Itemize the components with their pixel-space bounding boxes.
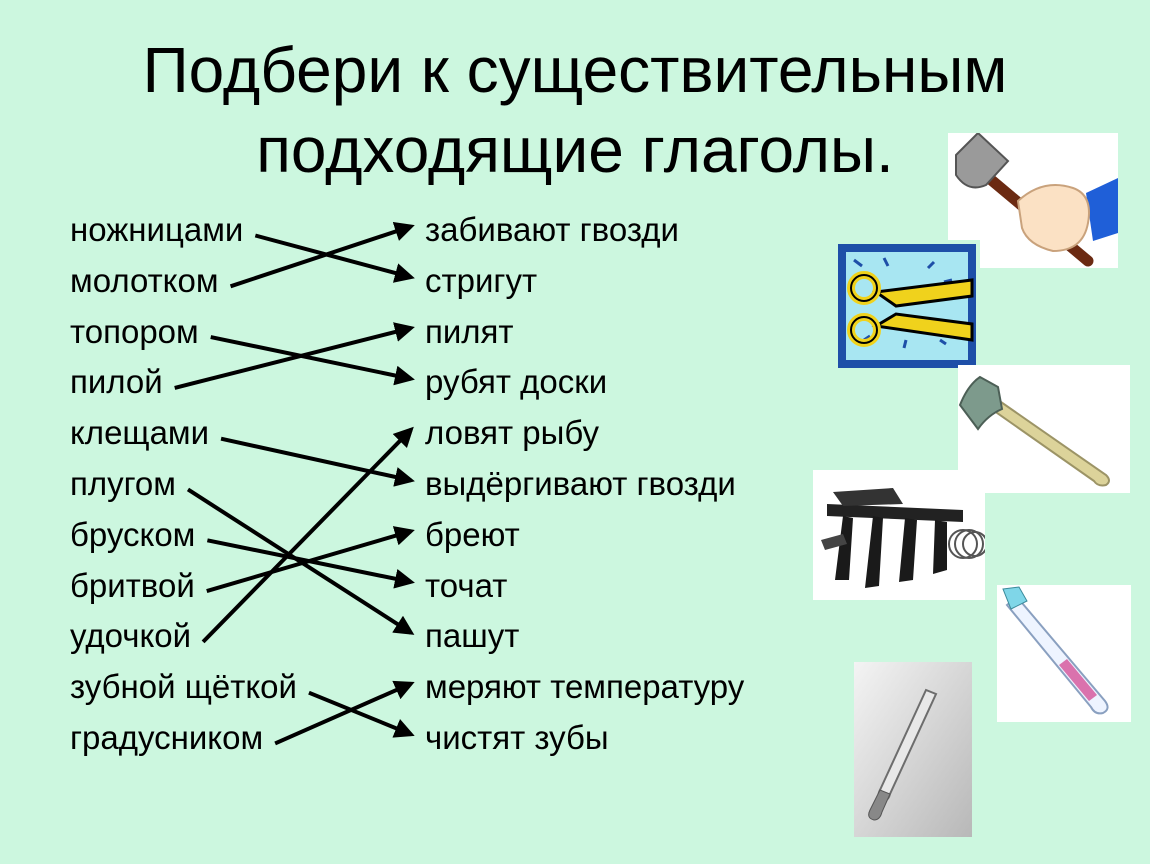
match-arrow	[274, 680, 415, 746]
match-arrow	[206, 526, 415, 593]
page-title: Подбери к существительным подходящие гла…	[0, 30, 1150, 190]
noun-item[interactable]: бруском	[70, 515, 196, 553]
verb-item[interactable]: чистят зубы	[425, 718, 609, 756]
verb-item[interactable]: выдёргивают гвозди	[425, 464, 736, 502]
axe-icon	[958, 375, 1110, 487]
verb-item[interactable]: рубят доски	[425, 363, 608, 401]
noun-item[interactable]: удочкой	[70, 617, 192, 655]
plough-picture	[813, 470, 985, 600]
noun-item[interactable]: бритвой	[70, 566, 195, 604]
noun-item[interactable]: клещами	[70, 414, 210, 452]
verbs-column: забивают гвозди стригут пилят рубят доск…	[425, 205, 744, 764]
verb-item[interactable]: забивают гвозди	[425, 211, 679, 248]
noun-item[interactable]: пилой	[70, 363, 163, 401]
verb-item[interactable]: бреют	[425, 515, 520, 553]
verb-item[interactable]: меряют температуру	[425, 668, 745, 706]
noun-item[interactable]: градусником	[70, 718, 264, 756]
match-arrow	[254, 233, 415, 283]
scissors-picture	[834, 240, 980, 372]
thermometer-icon	[854, 662, 972, 837]
match-arrow	[201, 426, 414, 644]
match-arrow	[210, 335, 415, 386]
verb-item[interactable]: ловят рыбу	[425, 414, 600, 452]
toothbrush-icon	[1002, 586, 1109, 715]
title-line-1: Подбери к существительным	[142, 34, 1008, 106]
title-line-2: подходящие глаголы.	[256, 114, 894, 186]
verb-item[interactable]: стригут	[425, 261, 538, 299]
match-arrow	[174, 322, 415, 390]
plough-icon	[821, 488, 985, 588]
noun-item[interactable]: плугом	[70, 464, 176, 502]
scissors-icon	[838, 244, 976, 368]
match-arrow	[229, 221, 415, 289]
noun-item[interactable]: ножницами	[70, 211, 244, 248]
verb-item[interactable]: точат	[425, 566, 508, 604]
noun-item[interactable]: топором	[70, 312, 199, 350]
nouns-column: ножницами молотком топором пилой клещами…	[70, 205, 297, 764]
match-arrow	[308, 690, 415, 738]
match-arrow	[220, 436, 415, 487]
noun-item[interactable]: молотком	[70, 261, 219, 299]
verb-item[interactable]: пашут	[425, 617, 520, 655]
axe-picture	[958, 365, 1130, 493]
noun-item[interactable]: зубной щёткой	[70, 668, 297, 706]
verb-item[interactable]: пилят	[425, 312, 514, 350]
toothbrush-picture	[997, 585, 1131, 722]
thermometer-picture	[854, 662, 972, 837]
